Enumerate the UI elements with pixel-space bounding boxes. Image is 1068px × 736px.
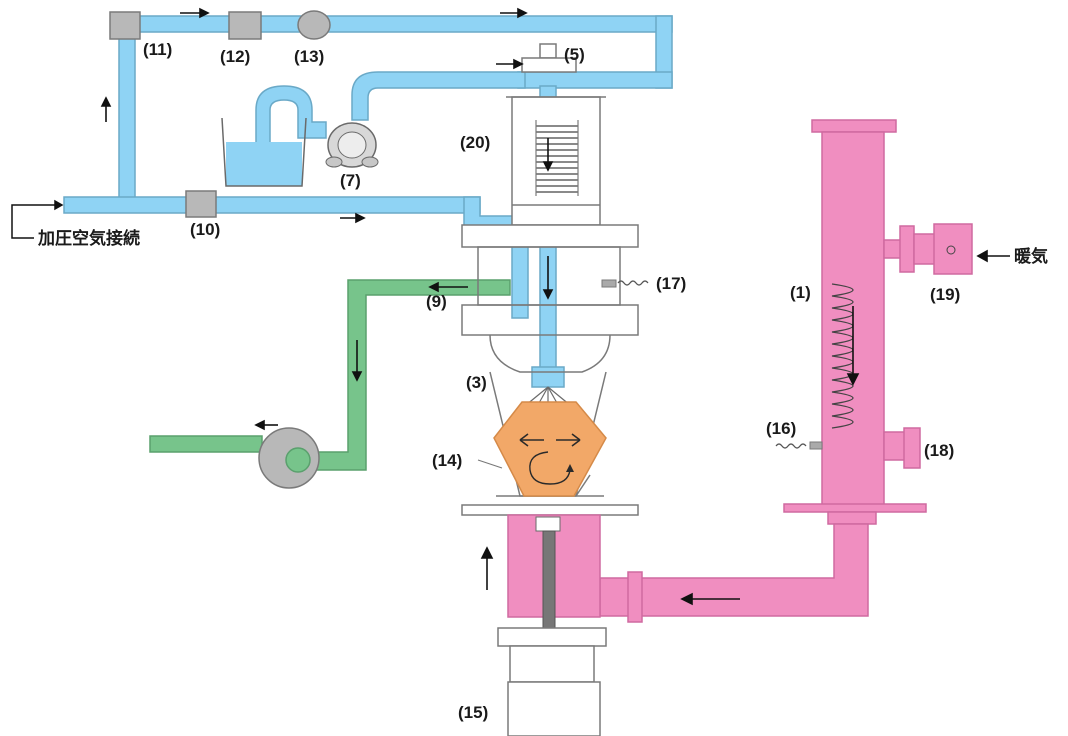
valve-10-icon bbox=[185, 190, 217, 218]
steam-label: 暖気 bbox=[1014, 246, 1048, 266]
label-18: (18) bbox=[924, 441, 954, 460]
label-12: (12) bbox=[220, 47, 250, 66]
label-10: (10) bbox=[190, 220, 220, 239]
leader-14 bbox=[477, 459, 503, 469]
label-14: (14) bbox=[432, 451, 462, 470]
gauge-13-icon bbox=[297, 10, 331, 40]
label-13: (13) bbox=[294, 47, 324, 66]
valve-12-icon bbox=[228, 11, 262, 40]
liquid-tank bbox=[221, 117, 307, 187]
label-7: (7) bbox=[340, 171, 361, 190]
valve-11-icon bbox=[109, 11, 141, 40]
motor-15 bbox=[497, 627, 607, 736]
air-valves bbox=[109, 10, 331, 218]
air-inlet-label: 加圧空気接続 bbox=[37, 228, 140, 248]
air-inlet-bracket bbox=[11, 199, 64, 239]
label-20: (20) bbox=[460, 133, 490, 152]
pump-icon bbox=[325, 122, 379, 168]
label-19: (19) bbox=[930, 285, 960, 304]
flow-arrows bbox=[100, 7, 1010, 606]
label-11: (11) bbox=[143, 40, 172, 59]
exhaust-fan-icon bbox=[258, 427, 320, 489]
product-bed bbox=[493, 401, 607, 497]
labels: (11) (12) (13) (5) (20) (7) (10) 加圧空気接続 … bbox=[37, 40, 1048, 722]
label-15: (15) bbox=[458, 703, 488, 722]
heater-coil bbox=[831, 283, 854, 429]
label-5: (5) bbox=[564, 45, 585, 64]
exhaust-piping bbox=[149, 279, 511, 471]
label-9: (9) bbox=[426, 292, 447, 311]
label-1: (1) bbox=[790, 283, 811, 302]
sensor-16-icon bbox=[775, 441, 823, 450]
steam-inlet-icon bbox=[946, 245, 956, 255]
label-3: (3) bbox=[466, 373, 487, 392]
label-17: (17) bbox=[656, 274, 686, 293]
coil-20 bbox=[535, 120, 579, 196]
label-16: (16) bbox=[766, 419, 796, 438]
sensor-17-icon bbox=[601, 279, 649, 288]
